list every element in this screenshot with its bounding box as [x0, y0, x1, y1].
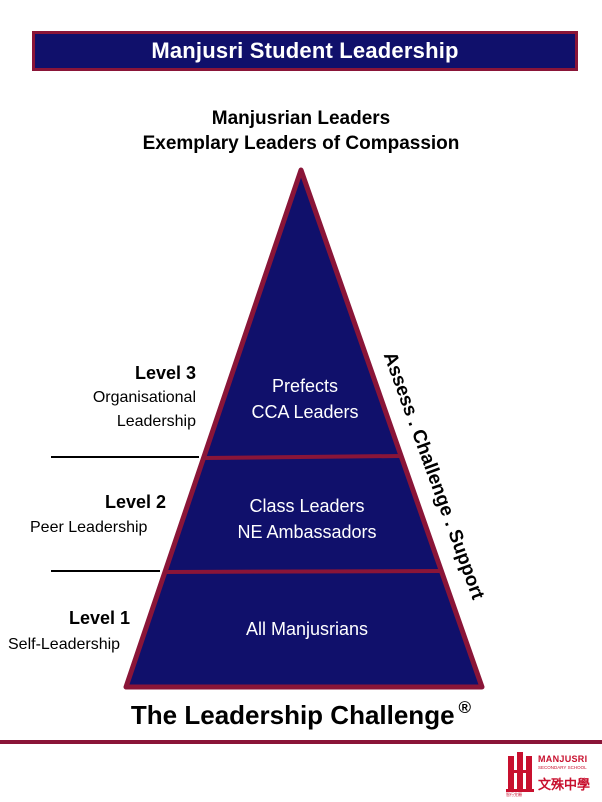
- logo-subtitle: SECONDARY SCHOOL: [538, 765, 587, 770]
- tier-top-line1: Prefects: [271, 376, 339, 396]
- page-title: Manjusri Student Leadership: [151, 38, 459, 63]
- tier-middle: Class Leaders NE Ambassadors: [207, 493, 407, 545]
- school-logo: MANJUSRI SECONDARY SCHOOL 文殊中學 智行兌願: [506, 750, 598, 798]
- title-bar: Manjusri Student Leadership: [32, 31, 578, 71]
- level-1-title: Level 1: [69, 608, 131, 628]
- bottom-rule: [0, 740, 602, 744]
- level-divider-upper: [51, 456, 199, 458]
- level-3-desc-line1: Organisational: [92, 389, 196, 406]
- tier-divider-upper: [204, 454, 401, 460]
- apex-label-line1: Manjusrian Leaders: [211, 108, 391, 129]
- apex-label-line2: Exemplary Leaders of Compassion: [142, 133, 460, 154]
- footer-title: The Leadership Challenge®: [0, 698, 602, 731]
- footer-title-text: The Leadership Challenge: [130, 700, 455, 730]
- tier-divider-lower: [165, 569, 442, 574]
- level-3-title: Level 3: [134, 363, 196, 383]
- tier-top: Prefects CCA Leaders: [205, 373, 405, 425]
- logo-chinese-name: 文殊中學: [538, 778, 591, 793]
- logo-motto: 智行兌願: [506, 792, 522, 797]
- tier-middle-line1: Class Leaders: [249, 496, 365, 516]
- logo-name: MANJUSRI: [538, 754, 588, 764]
- tier-bottom-line1: All Manjusrians: [245, 619, 369, 639]
- pyramid-triangle: [123, 167, 485, 690]
- level-2-desc: Peer Leadership: [30, 519, 148, 536]
- level-3-desc-line2: Leadership: [116, 413, 196, 430]
- level-divider-lower: [51, 570, 160, 572]
- tier-top-line2: CCA Leaders: [251, 402, 359, 422]
- tier-bottom: All Manjusrians: [207, 616, 407, 642]
- level-1-desc: Self-Leadership: [8, 636, 121, 653]
- registered-mark: ®: [458, 698, 472, 717]
- level-2-title: Level 2: [105, 492, 167, 512]
- tier-middle-line2: NE Ambassadors: [237, 522, 377, 542]
- school-building-logo-icon: [506, 752, 534, 792]
